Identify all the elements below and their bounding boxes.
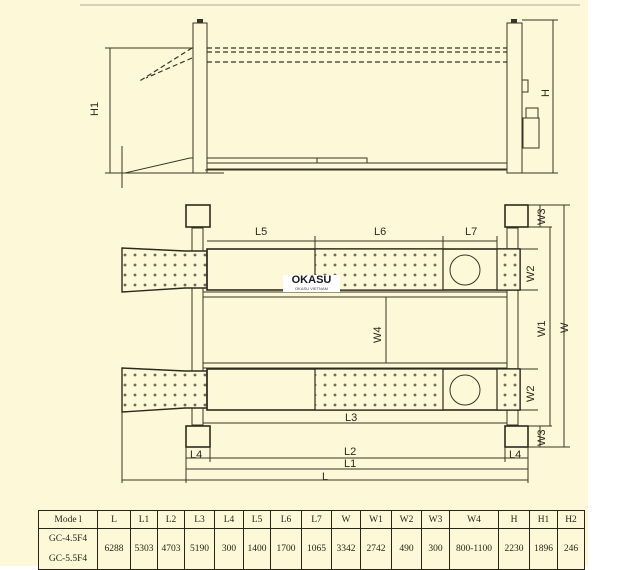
l6-label: L6 — [374, 226, 386, 238]
l-label: L — [322, 471, 328, 483]
platform-front — [206, 157, 368, 164]
header-cell: L — [97, 510, 131, 529]
w1-label: W1 — [536, 321, 548, 338]
w3-bottom-label: W3 — [536, 430, 548, 447]
header-cell: H1 — [529, 510, 558, 529]
left-post — [192, 22, 208, 174]
header-cell: H — [498, 510, 530, 529]
h1-label: H1 — [89, 102, 101, 116]
top-view: L5 L6 L7 W4 W3 W2 W1 W W2 W3 L3 L4 L4 L2 — [121, 204, 571, 483]
l4-right-label: L4 — [509, 449, 521, 461]
header-cell: L6 — [270, 510, 302, 529]
w2-top-label: W2 — [525, 266, 537, 283]
l3-label: L3 — [345, 412, 357, 424]
right-post-cap — [511, 19, 517, 23]
upper-runway — [121, 247, 521, 293]
wheel-plate — [449, 254, 481, 286]
control-box — [521, 79, 529, 93]
value-cell: 4703 — [157, 528, 185, 570]
spec-table: Mode l L L1 L2 L3 L4 L5 L6 L7 W W1 W2 W3… — [38, 510, 585, 570]
value-cell: 5303 — [130, 528, 158, 570]
model-name: GC-5.5F4 — [48, 554, 88, 564]
upper-ramp — [121, 247, 208, 293]
spec-header-row: Mode l L L1 L2 L3 L4 L5 L6 L7 W W1 W2 W3… — [38, 510, 585, 529]
post-base-bottom-left — [185, 425, 211, 448]
header-cell: H2 — [557, 510, 585, 529]
l4-left-label: L4 — [190, 449, 202, 461]
header-cell: L4 — [214, 510, 244, 529]
pump-unit — [522, 117, 540, 149]
lift-technical-drawing: H1 H — [80, 4, 580, 483]
value-cell: 3342 — [331, 528, 361, 570]
header-cell: W1 — [360, 510, 392, 529]
right-post-top — [506, 227, 519, 426]
header-cell: W3 — [421, 510, 450, 529]
l7-label: L7 — [465, 226, 477, 238]
header-cell: L5 — [243, 510, 271, 529]
value-cell: 1700 — [270, 528, 302, 570]
lift-drawing-sheet: H1 H — [0, 0, 588, 570]
post-base-bottom-right — [504, 425, 529, 448]
right-post — [506, 22, 523, 174]
side-view: H1 H — [89, 19, 558, 188]
w2-bottom-label: W2 — [525, 386, 537, 403]
lower-ramp — [121, 367, 208, 413]
value-cell: 800-1100 — [449, 528, 499, 570]
header-cell: L7 — [301, 510, 332, 529]
motor-icon — [525, 107, 539, 119]
w3-top-label: W3 — [536, 209, 548, 226]
platform-side — [206, 162, 508, 170]
value-cell: 1896 — [529, 528, 558, 570]
ramp — [124, 157, 194, 174]
post-base-top-right — [504, 204, 529, 228]
l5-label: L5 — [255, 226, 267, 238]
value-cell: 490 — [391, 528, 422, 570]
w-label: W — [559, 322, 571, 333]
value-cell: 1400 — [243, 528, 271, 570]
h-label: H — [540, 89, 552, 97]
value-cell: 246 — [557, 528, 585, 570]
value-cell: 300 — [214, 528, 244, 570]
okasu-logo: OKASU OKASU VIETNAM — [283, 275, 340, 292]
value-cell: 5190 — [184, 528, 215, 570]
model-name: GC-4.5F4 — [48, 534, 88, 544]
left-post-top — [191, 227, 204, 426]
left-post-cap — [197, 19, 203, 23]
header-cell: Mode l — [38, 510, 98, 529]
wheel-plate — [449, 374, 481, 406]
header-cell: W4 — [449, 510, 499, 529]
value-cell: 2230 — [498, 528, 530, 570]
header-cell: L3 — [184, 510, 215, 529]
w4-label: W4 — [372, 327, 384, 344]
lower-runway — [121, 367, 521, 413]
header-cell: L2 — [157, 510, 185, 529]
header-cell: W2 — [391, 510, 422, 529]
value-cell: 1065 — [301, 528, 332, 570]
value-cell: 6288 — [97, 528, 131, 570]
header-cell: W — [331, 510, 361, 529]
l2-label: L2 — [344, 446, 356, 458]
post-base-top-left — [185, 204, 211, 228]
header-cell: L1 — [130, 510, 158, 529]
l1-label: L1 — [344, 458, 356, 470]
value-cell: 2742 — [360, 528, 392, 570]
value-cell: 300 — [421, 528, 450, 570]
